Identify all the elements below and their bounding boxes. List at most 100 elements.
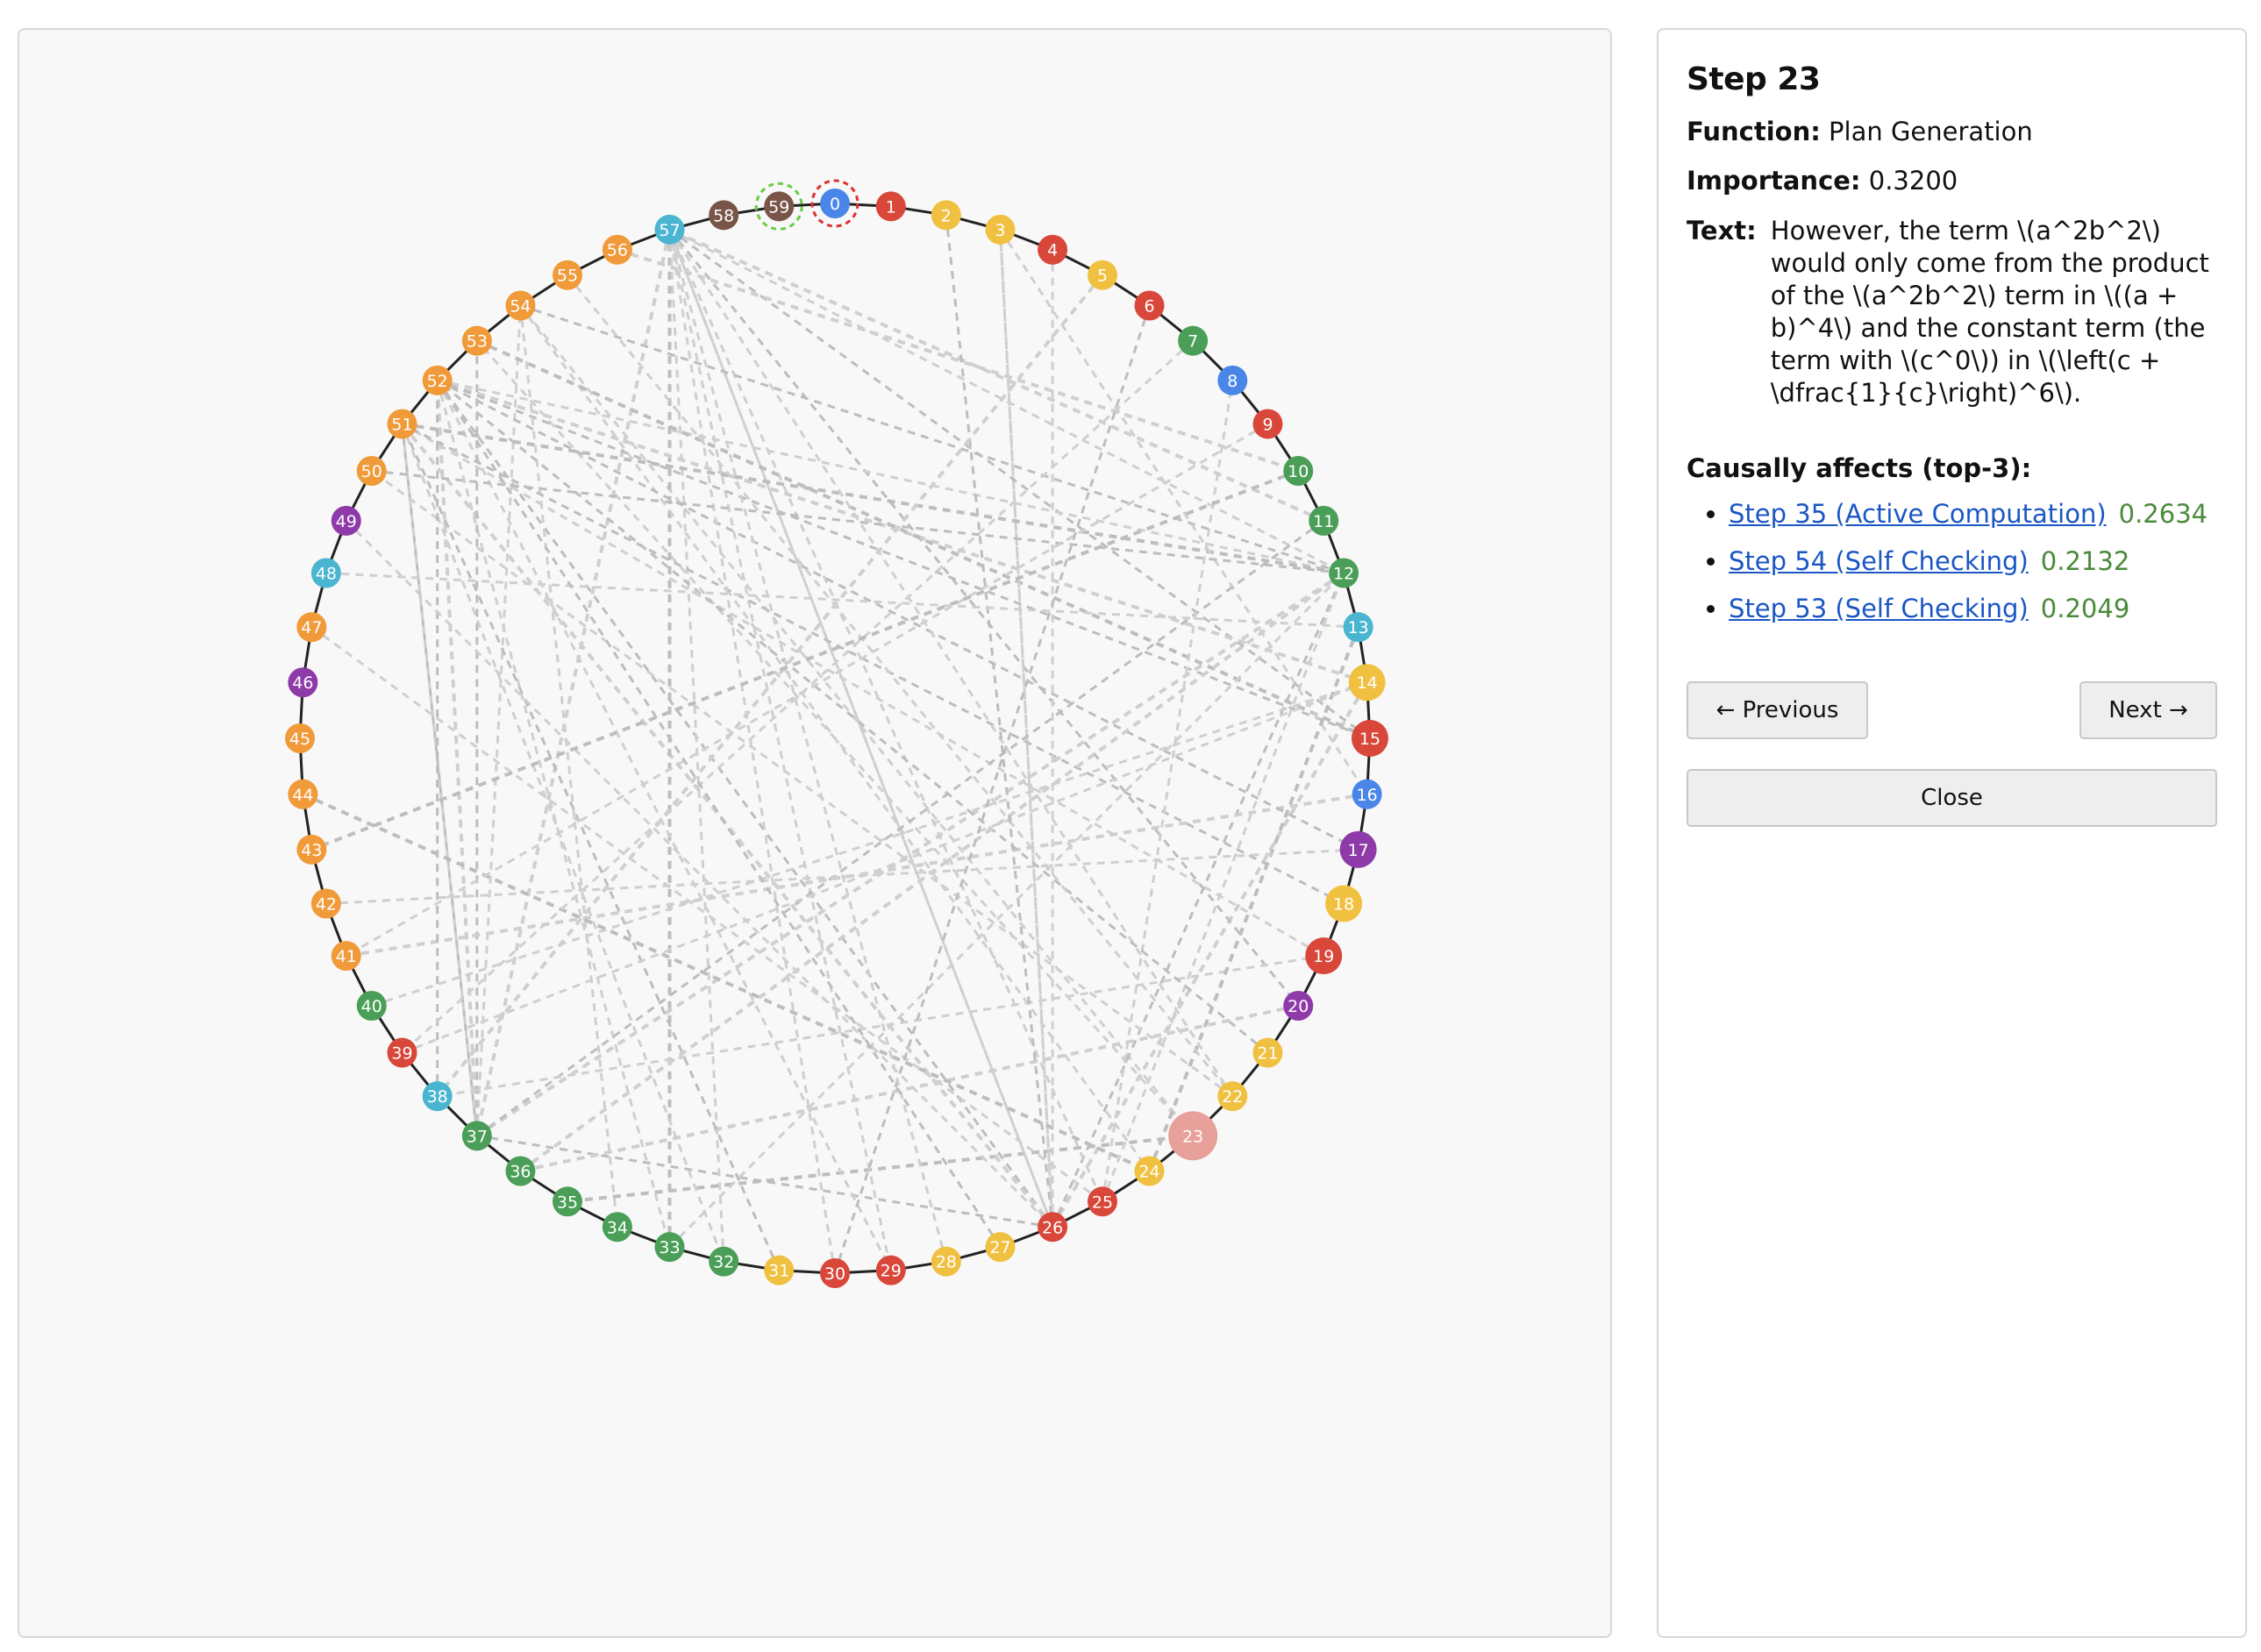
graph-node[interactable]: 4 [1038,234,1068,265]
graph-node[interactable]: 49 [331,505,361,536]
graph-node[interactable]: 26 [1038,1212,1068,1243]
graph-edge [520,1004,1299,1173]
graph-node[interactable]: 37 [461,1121,492,1151]
graph-node[interactable]: 56 [602,234,632,265]
graph-edge [668,228,1344,574]
graph-edge [475,305,522,1136]
node-circle [1252,409,1283,439]
graph-edge [437,378,1368,685]
graph-node[interactable]: 6 [1134,290,1165,321]
node-label: 10 [1287,462,1309,481]
graph-node[interactable]: 5 [1088,260,1117,290]
graph-node[interactable]: 41 [331,941,361,972]
graph-node[interactable]: 38 [422,1081,453,1112]
graph-node[interactable]: 58 [709,200,739,231]
graph-node[interactable]: 55 [553,260,582,290]
graph-edge [436,380,1002,1248]
graph-node[interactable]: 1 [875,191,906,222]
graph-node[interactable]: 54 [505,290,536,321]
graph-node[interactable]: 13 [1343,612,1373,643]
graph-node[interactable]: 20 [1283,991,1314,1021]
node-circle [422,365,453,395]
graph-node[interactable]: 51 [387,409,417,439]
graph-node[interactable]: 11 [1309,505,1339,536]
importance-label: Importance: [1687,166,1861,196]
graph-node[interactable]: 28 [931,1246,961,1277]
graph-node[interactable]: 24 [1134,1156,1165,1186]
node-label: 48 [316,564,337,583]
graph-node[interactable]: 43 [296,834,327,865]
graph-node[interactable]: 40 [356,991,387,1021]
graph-node[interactable]: 8 [1217,365,1248,395]
graph-node[interactable]: 29 [875,1255,906,1285]
node-circle [461,1121,492,1151]
graph-node[interactable]: 46 [288,667,318,698]
graph-node[interactable]: 25 [1088,1186,1117,1217]
graph-node[interactable]: 22 [1217,1081,1248,1112]
node-label: 34 [607,1218,628,1237]
graph-node[interactable]: 21 [1252,1037,1283,1068]
node-circle [931,200,961,231]
node-circle [709,1246,739,1277]
node-label: 41 [336,947,357,966]
graph-node[interactable]: 53 [461,325,492,356]
graph-node[interactable]: 47 [296,612,327,643]
graph-node[interactable]: 7 [1178,325,1209,356]
node-circle [1168,1111,1218,1161]
graph-node[interactable]: 44 [288,779,318,809]
graph-node[interactable]: 57 [654,214,685,245]
node-circle [387,1037,417,1068]
affects-link[interactable]: Step 54 (Self Checking) [1729,546,2029,576]
graph-node[interactable]: 18 [1325,885,1363,922]
previous-button[interactable]: ← Previous [1687,681,1868,739]
graph-node[interactable]: 2 [931,200,961,231]
graph-node[interactable]: 12 [1329,558,1359,588]
graph-node[interactable]: 9 [1252,409,1283,439]
graph-node[interactable]: 17 [1339,830,1377,868]
graph-node[interactable]: 16 [1352,779,1382,809]
graph-node[interactable]: 39 [387,1037,417,1068]
graph-node[interactable]: 15 [1352,720,1388,757]
graph-node[interactable]: 42 [310,888,341,919]
graph-node[interactable]: 35 [553,1186,582,1217]
node-label: 55 [557,267,578,286]
graph-node[interactable]: 50 [356,456,387,486]
graph-node[interactable]: 30 [820,1258,850,1288]
node-circle [764,191,795,222]
node-label: 53 [467,332,488,352]
graph-node[interactable]: 34 [602,1212,632,1243]
graph-edge [668,572,1345,1249]
graph-node[interactable]: 31 [764,1255,795,1285]
graph-node[interactable]: 59 [754,182,803,231]
graph-edge [476,338,1371,740]
graph-node[interactable]: 14 [1348,664,1386,701]
graph-node[interactable]: 27 [985,1232,1016,1263]
affects-score: 0.2634 [2118,499,2208,529]
next-button[interactable]: Next → [2079,681,2217,739]
graph-edge [371,469,1344,574]
graph-edge [1101,380,1234,1202]
graph-node[interactable]: 45 [285,723,315,753]
node-circle [1339,830,1377,868]
affects-link[interactable]: Step 35 (Active Computation) [1729,499,2107,529]
close-button[interactable]: Close [1687,769,2217,827]
node-label: 15 [1359,730,1380,749]
graph-node[interactable]: 3 [985,214,1016,245]
graph-node[interactable]: 33 [654,1232,685,1263]
graph-node[interactable]: 36 [505,1156,536,1186]
graph-node[interactable]: 52 [422,365,453,395]
affects-link[interactable]: Step 53 (Self Checking) [1729,594,2029,623]
graph-node[interactable]: 23 [1168,1111,1218,1161]
graph-node[interactable]: 19 [1305,937,1343,975]
graph-edge [346,792,1367,958]
graph-node[interactable]: 10 [1283,456,1314,486]
graph-node[interactable]: 48 [310,558,341,588]
node-label: 57 [659,221,680,240]
graph-node[interactable]: 0 [810,179,859,228]
affects-item: Step 53 (Self Checking)0.2049 [1729,594,2217,623]
graph-node[interactable]: 32 [709,1246,739,1277]
node-label: 47 [301,618,322,637]
node-label: 0 [830,195,840,214]
